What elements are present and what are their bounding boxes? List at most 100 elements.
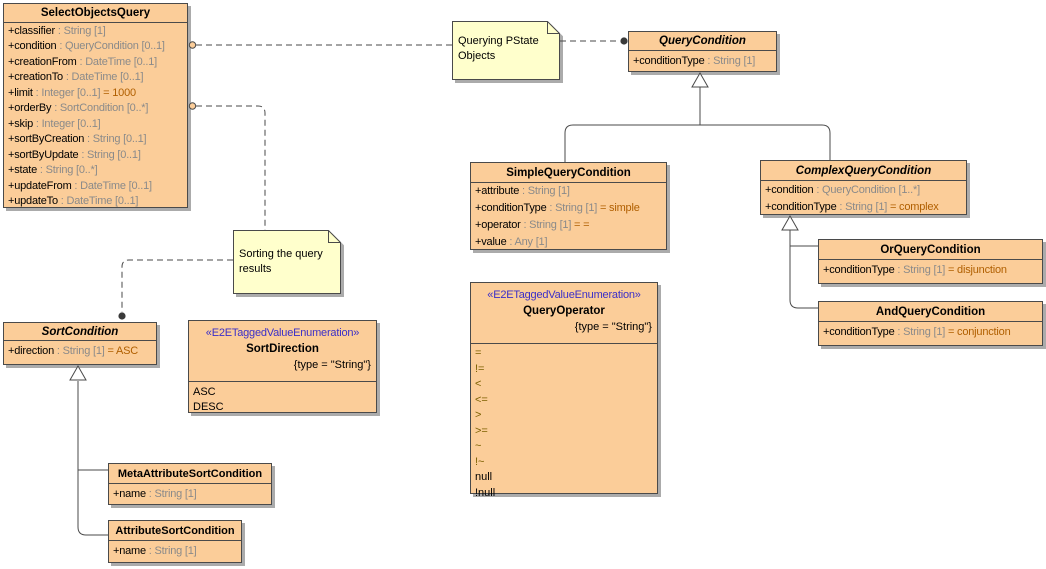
class-title: QueryCondition [629, 32, 776, 51]
attribute-name: +name [113, 488, 146, 500]
class-title: SelectObjectsQuery [4, 4, 187, 23]
attribute-type: : DateTime [0..1] [76, 55, 157, 68]
class-title: OrQueryCondition [819, 240, 1042, 260]
attribute-row: +classifier : String [1] [4, 24, 187, 39]
attribute-name: +classifier [8, 25, 56, 37]
attribute-row: +orderBy : SortCondition [0..*] [4, 101, 187, 116]
class-attribute-sort-condition[interactable]: AttributeSortCondition +name : String [1… [108, 520, 242, 563]
enum-literal: <= [475, 393, 488, 406]
attribute-type: : String [1] [894, 326, 946, 338]
attribute-name: +direction [8, 345, 55, 357]
class-meta-attribute-sort-condition[interactable]: MetaAttributeSortCondition +name : Strin… [108, 463, 272, 505]
class-attribute-compartment: +condition : QueryCondition [1..*]+condi… [761, 181, 966, 215]
generalization-arrow-query-condition [691, 71, 709, 88]
attribute-type: : DateTime [0..1] [57, 194, 139, 207]
class-query-condition[interactable]: QueryCondition +conditionType : String [… [628, 31, 777, 72]
class-attribute-compartment: +direction : String [1] = ASC [4, 341, 156, 360]
class-attribute-compartment: +attribute : String [1]+conditionType : … [471, 183, 666, 251]
attribute-name: +operator [475, 219, 521, 231]
enum-literal: = [475, 347, 482, 359]
class-title: SimpleQueryCondition [471, 163, 666, 183]
class-title: SortCondition [4, 323, 156, 341]
attribute-name: +conditionType [823, 326, 895, 338]
enum-name: QueryOperator [523, 305, 605, 317]
attribute-type: : String [1] [520, 219, 572, 231]
attribute-row: +attribute : String [1] [471, 183, 666, 200]
attribute-row: +conditionType : String [1] = disjunctio… [819, 262, 1042, 279]
note-sorting-query-results[interactable] [233, 230, 343, 296]
generalization-trunk-complex [789, 230, 818, 309]
attribute-default: = ASC [104, 345, 138, 357]
generalization-trunk-sort-condition [77, 381, 108, 536]
attribute-name: +skip [8, 117, 33, 130]
attribute-type: : String [1] [54, 345, 105, 357]
attribute-type: : String [1] [546, 202, 598, 214]
enum-literal: null [475, 471, 493, 483]
class-sort-condition[interactable]: SortCondition +direction : String [1] = … [3, 322, 157, 365]
attribute-type: : Any [1] [506, 236, 548, 248]
class-and-query-condition[interactable]: AndQueryCondition +conditionType : Strin… [818, 301, 1043, 346]
link-note-to-sort-condition [121, 259, 233, 312]
class-title: MetaAttributeSortCondition [109, 464, 271, 484]
attribute-row: +conditionType : String [1] = simple [471, 200, 666, 217]
attribute-row: +condition : QueryCondition [1..*] [761, 182, 966, 199]
note-querying-pstate-objects[interactable] [452, 21, 562, 82]
enum-literal: !null [475, 486, 496, 499]
class-or-query-condition[interactable]: OrQueryCondition +conditionType : String… [818, 239, 1043, 284]
attribute-name: +orderBy [8, 102, 52, 115]
attribute-type: : String [1] [145, 488, 197, 500]
enum-stereotype: «E2ETaggedValueEnumeration» [205, 327, 360, 339]
generalization-arrow-complex [781, 214, 799, 231]
class-attribute-compartment: +conditionType : String [1] = disjunctio… [819, 260, 1042, 279]
attribute-name: +sortByUpdate [8, 148, 79, 161]
class-simple-query-condition[interactable]: SimpleQueryCondition +attribute : String… [470, 162, 667, 250]
attribute-name: +attribute [475, 185, 520, 197]
enum-literal: < [475, 378, 482, 390]
attribute-row: +conditionType : String [1] [629, 53, 776, 69]
enum-literal-compartment: =!=<<=>>=~!~null!null [471, 344, 657, 501]
enum-literal: ASC [193, 386, 216, 398]
attribute-name: +conditionType [823, 264, 895, 276]
attribute-row: +conditionType : String [1] = conjunctio… [819, 324, 1042, 341]
attribute-port-condition [188, 41, 197, 49]
enum-stereotype: «E2ETaggedValueEnumeration» [487, 289, 641, 301]
enum-literal-compartment: ASC DESC [189, 382, 376, 415]
attribute-name: +condition [765, 184, 814, 196]
attribute-type: : String [0..1] [78, 148, 141, 161]
class-select-objects-query[interactable]: SelectObjectsQuery +classifier : String … [3, 3, 188, 208]
attribute-type: : String [1] [894, 264, 946, 276]
attribute-type: : String [1] [836, 200, 888, 213]
enum-literal: !~ [475, 455, 485, 468]
enum-query-operator[interactable]: «E2ETaggedValueEnumeration» QueryOperato… [470, 282, 658, 499]
enum-tag: {type = "String"} [293, 359, 371, 371]
attribute-name: +condition [8, 40, 57, 53]
attribute-row: +name : String [1] [109, 543, 241, 560]
attribute-type: : QueryCondition [0..1] [56, 40, 165, 53]
attribute-name: +updateFrom [8, 179, 72, 192]
attribute-name: +value [475, 236, 507, 248]
class-attribute-compartment: +name : String [1] [109, 541, 241, 560]
note-text: Sorting the query results [239, 248, 323, 275]
generalization-arrow-sort-condition [69, 364, 87, 381]
attribute-row: +value : Any [1] [471, 234, 666, 251]
attribute-type: : String [0..*] [37, 164, 98, 177]
enum-literal: DESC [193, 401, 224, 413]
attribute-default: = conjunction [945, 326, 1011, 338]
attribute-type: : DateTime [0..1] [71, 179, 152, 192]
enum-tag: {type = "String"} [574, 321, 652, 333]
attribute-row: +updateTo : DateTime [0..1] [4, 194, 187, 209]
attribute-name: +conditionType [475, 202, 547, 214]
attribute-row: +conditionType : String [1] = complex [761, 199, 966, 216]
class-complex-query-condition[interactable]: ComplexQueryCondition +condition : Query… [760, 160, 967, 215]
attribute-row: +creationTo : DateTime [0..1] [4, 70, 187, 85]
enum-sort-direction[interactable]: «E2ETaggedValueEnumeration» SortDirectio… [188, 320, 377, 413]
attribute-row: +state : String [0..*] [4, 163, 187, 178]
attribute-type: : QueryCondition [1..*] [813, 184, 920, 196]
attribute-row: +updateFrom : DateTime [0..1] [4, 179, 187, 194]
attribute-type: : SortCondition [0..*] [51, 102, 149, 115]
attribute-row: +sortByUpdate : String [0..1] [4, 148, 187, 163]
class-attribute-compartment: +conditionType : String [1] [629, 51, 776, 69]
attribute-name: +conditionType [633, 55, 705, 67]
attribute-row: +sortByCreation : String [0..1] [4, 132, 187, 147]
attribute-default: = = [571, 219, 590, 231]
